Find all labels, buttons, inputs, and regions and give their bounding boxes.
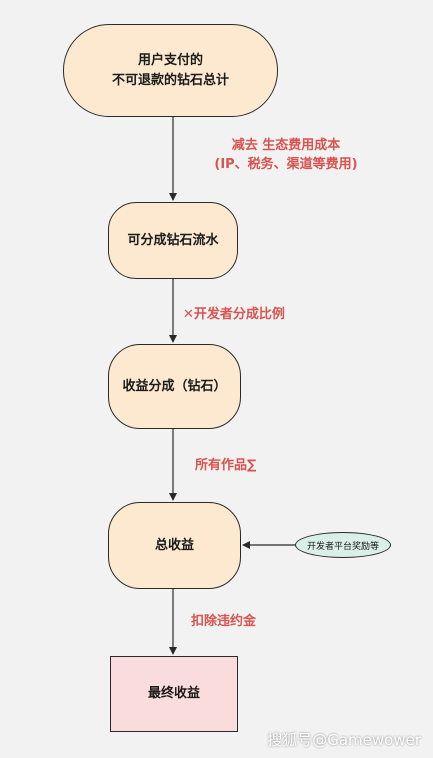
- node-total-diamonds-line1: 用户支付的: [137, 52, 203, 68]
- edge-label-sum-works: 所有作品∑: [195, 458, 257, 473]
- edge-label-subtract-costs-line1: 减去 生态费用成本: [231, 138, 341, 153]
- node-final-revenue: 最终收益: [110, 656, 238, 732]
- edge-label-deduct-penalty: 扣除违约金: [191, 614, 257, 629]
- edge-label-subtract-costs-line2: (IP、税务、渠道等费用): [214, 157, 358, 172]
- node-platform-rewards: 开发者平台奖励等: [295, 532, 391, 558]
- edge-label-dev-ratio: ✕开发者分成比例: [183, 307, 285, 322]
- node-total-diamonds-paid: 用户支付的 不可退款的钻石总计: [63, 24, 278, 117]
- node-shareable-flow: 可分成钻石流水: [108, 202, 238, 279]
- node-total-diamonds-line2: 不可退款的钻石总计: [111, 72, 229, 88]
- node-total-revenue: 总收益: [108, 502, 241, 589]
- edge-label-subtract-costs: 减去 生态费用成本 (IP、税务、渠道等费用): [198, 136, 374, 174]
- node-revenue-share: 收益分成（钻石）: [108, 344, 241, 429]
- watermark: 搜狐号@Gamewower: [267, 731, 421, 749]
